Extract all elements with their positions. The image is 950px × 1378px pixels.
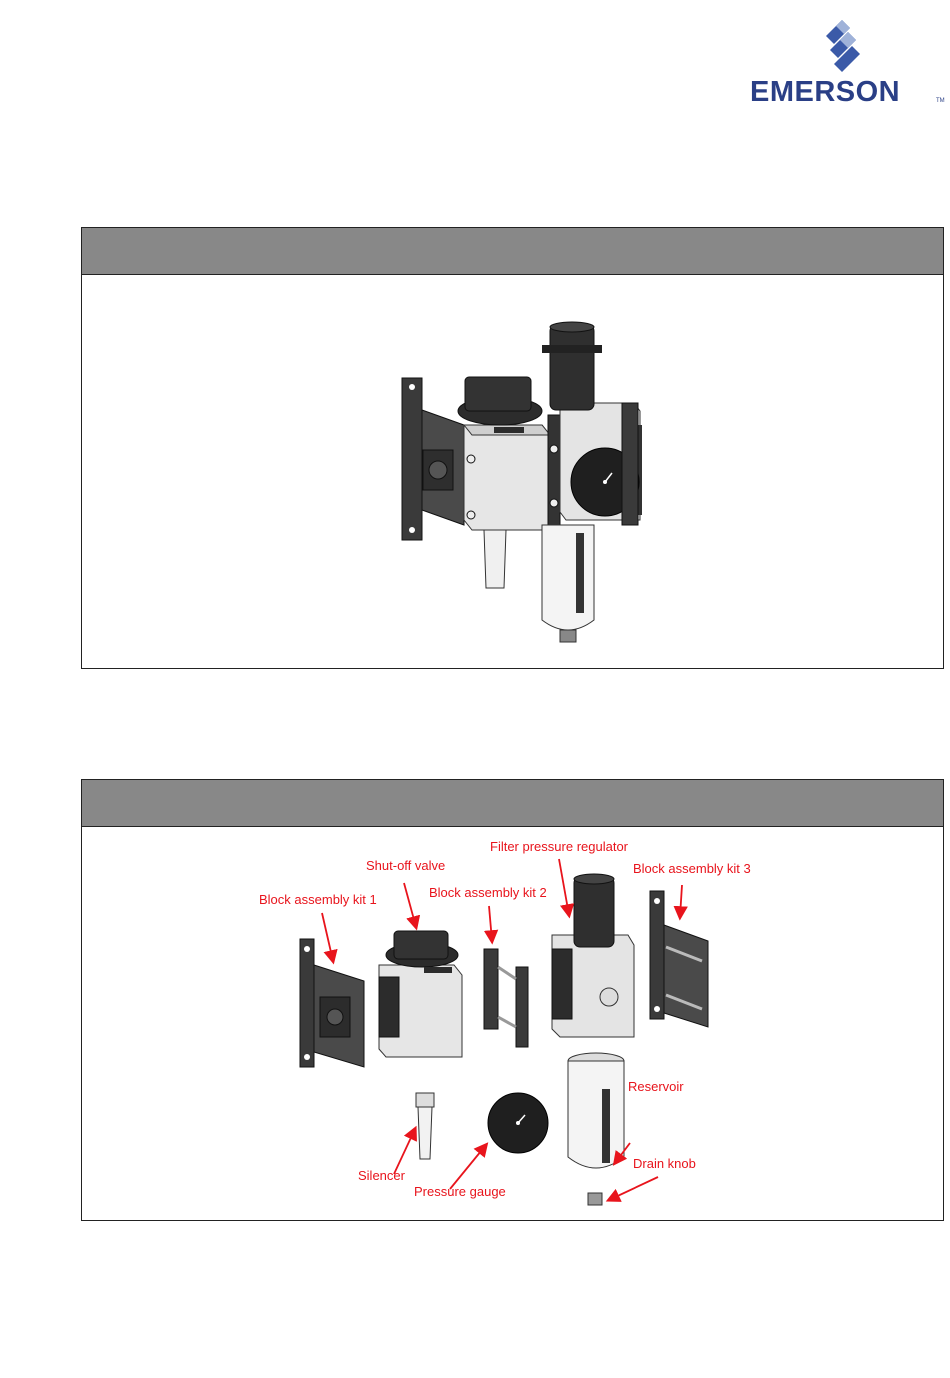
drain-knob-drawing bbox=[588, 1193, 602, 1205]
frl-assembly-drawing bbox=[82, 275, 943, 668]
label-drain-knob: Drain knob bbox=[633, 1156, 696, 1171]
shut-off-valve-drawing bbox=[379, 931, 462, 1057]
emerson-wordmark: EMERSON bbox=[750, 76, 942, 109]
exploded-view-panel: Filter pressure regulator Shut-off valve… bbox=[81, 779, 944, 1221]
label-silencer: Silencer bbox=[358, 1168, 406, 1183]
panel-header bbox=[82, 780, 943, 827]
silencer-drawing bbox=[416, 1093, 434, 1159]
label-pressure-gauge: Pressure gauge bbox=[414, 1184, 506, 1199]
block-assembly-kit-3-drawing bbox=[650, 891, 708, 1027]
trademark-symbol: TM bbox=[936, 98, 945, 104]
label-block-assembly-kit-3: Block assembly kit 3 bbox=[633, 861, 751, 876]
label-block-assembly-kit-1: Block assembly kit 1 bbox=[259, 892, 377, 907]
exploded-illustration: Filter pressure regulator Shut-off valve… bbox=[82, 827, 943, 1220]
block-assembly-kit-2-drawing bbox=[484, 949, 528, 1047]
label-shut-off-valve: Shut-off valve bbox=[366, 858, 445, 873]
pressure-gauge-drawing bbox=[488, 1093, 548, 1153]
label-block-assembly-kit-2: Block assembly kit 2 bbox=[429, 885, 547, 900]
panel-header bbox=[82, 228, 943, 275]
filter-pressure-regulator-drawing bbox=[552, 874, 634, 1037]
label-filter-pressure-regulator: Filter pressure regulator bbox=[490, 839, 629, 854]
reservoir-drawing bbox=[568, 1053, 624, 1168]
emerson-logo: EMERSON TM bbox=[750, 18, 942, 104]
frl-exploded-drawing: Filter pressure regulator Shut-off valve… bbox=[82, 827, 943, 1220]
assembled-illustration bbox=[82, 275, 943, 668]
label-reservoir: Reservoir bbox=[628, 1079, 684, 1094]
assembled-view-panel bbox=[81, 227, 944, 669]
